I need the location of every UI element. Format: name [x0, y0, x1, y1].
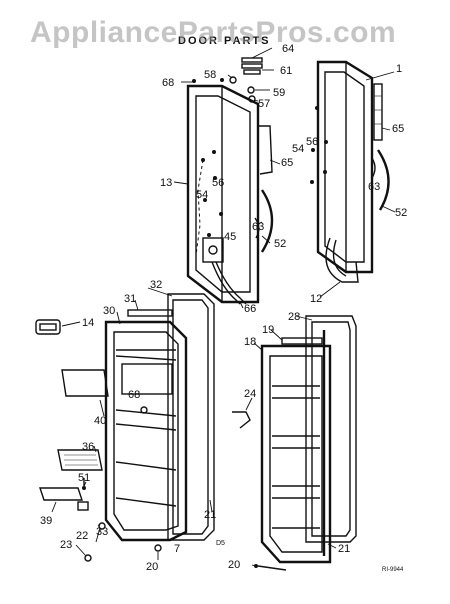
callout-24: 24: [244, 388, 256, 400]
callout-57: 57: [258, 98, 270, 110]
callout-12: 12: [310, 293, 322, 305]
mark-ri-9944: RI-9944: [382, 567, 404, 573]
callout-68-lower: 68: [128, 389, 140, 401]
callout-19: 19: [262, 324, 274, 336]
callout-63-left: 63: [252, 221, 264, 233]
callout-56-right: 56: [306, 136, 318, 148]
callout-20-right: 20: [228, 559, 240, 571]
diagram-header: DOOR PARTS: [178, 35, 271, 47]
fresh-food-door-panel: [310, 60, 390, 283]
callout-63-right: 63: [368, 181, 380, 193]
freezer-door-panel: [186, 57, 274, 305]
callout-54-right: 54: [292, 143, 304, 155]
callout-54-left: 54: [196, 189, 208, 201]
callout-22: 22: [76, 530, 88, 542]
callout-51: 51: [78, 472, 90, 484]
callout-18: 18: [244, 336, 256, 348]
callout-45: 45: [224, 231, 236, 243]
callout-40: 40: [94, 415, 106, 427]
callout-7: 7: [174, 543, 180, 555]
callout-66: 66: [244, 303, 256, 315]
callout-labels: 64 61 68 58 59 57 1 65 13 56 54 56 54 65…: [40, 35, 407, 573]
fresh-food-door-liner: [232, 315, 357, 571]
callout-13: 13: [160, 177, 172, 189]
callout-33: 33: [96, 526, 108, 538]
callout-31: 31: [124, 293, 136, 305]
callout-68: 68: [162, 77, 174, 89]
callout-21-right: 21: [338, 543, 350, 555]
callout-20-left: 20: [146, 561, 158, 573]
leader-lines: [51, 47, 396, 567]
callout-58: 58: [204, 69, 216, 81]
callout-65-right: 65: [392, 123, 404, 135]
callout-30: 30: [103, 305, 115, 317]
callout-39: 39: [40, 515, 52, 527]
callout-52-left: 52: [274, 238, 286, 250]
callout-61: 61: [280, 65, 292, 77]
callout-59: 59: [273, 87, 285, 99]
callout-52-right: 52: [395, 207, 407, 219]
callout-14: 14: [82, 317, 94, 329]
callout-21-left: 21: [204, 509, 216, 521]
callout-36: 36: [82, 441, 94, 453]
callout-64: 64: [282, 43, 294, 55]
site-watermark: AppliancePartsPros.com: [30, 16, 397, 49]
callout-28: 28: [288, 311, 300, 323]
freezer-door-liner: [35, 293, 215, 562]
callout-65-left: 65: [281, 157, 293, 169]
callout-56-left: 56: [212, 177, 224, 189]
mark-d5: D5: [216, 540, 225, 547]
callout-23: 23: [60, 539, 72, 551]
callout-1: 1: [396, 63, 402, 75]
callout-32: 32: [150, 279, 162, 291]
